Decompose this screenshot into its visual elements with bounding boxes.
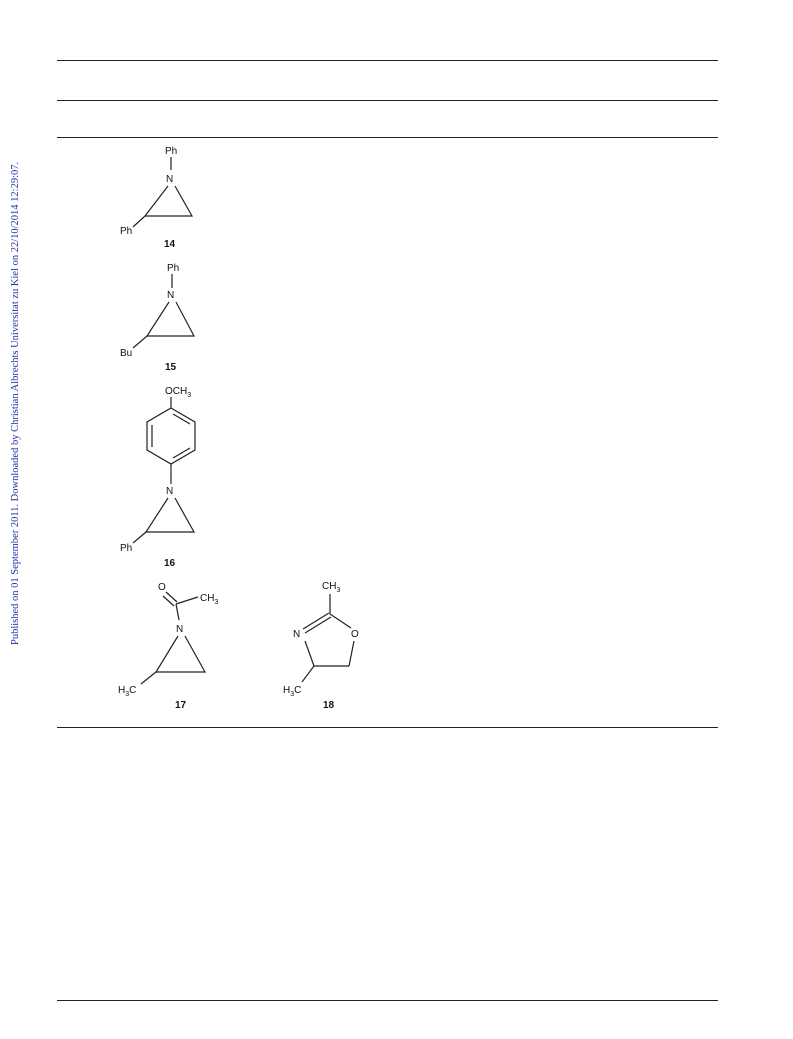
structure-17: O CH3 N H3C 17: [118, 582, 218, 711]
n-atom-17: N: [176, 624, 183, 635]
n-atom-18: N: [293, 629, 300, 640]
bond-o-c5-18: [348, 640, 355, 667]
compound-label-16: 16: [164, 558, 176, 569]
n-atom-15: N: [167, 290, 174, 301]
aziridine-ring-15: [145, 301, 195, 337]
bond-c-ph-16: [132, 531, 147, 544]
o-atom-18: O: [351, 629, 359, 640]
double-bond-a-18: [302, 612, 330, 630]
n-substituent-14: Ph: [165, 146, 177, 157]
c-substituent-14: Ph: [120, 226, 132, 237]
double-bond-b-18: [304, 616, 332, 634]
benzene-double-bond-2: [172, 413, 191, 425]
acetyl-methyl-17: CH3: [200, 593, 218, 606]
compound-label-17: 17: [175, 700, 187, 711]
table-bottom-rule: [57, 727, 718, 728]
table-header-rule: [57, 100, 718, 101]
aziridine-ring-16: [144, 497, 196, 533]
bond-c-bu-15: [132, 335, 148, 349]
bond-c-methyl-17: [175, 596, 199, 605]
o-atom-17: O: [158, 582, 166, 593]
structure-15: Ph N Bu 15: [120, 263, 195, 373]
c-methyl-17: H3C: [118, 685, 136, 698]
methyl-18: CH3: [322, 581, 340, 594]
structure-14: Ph N Ph 14: [120, 146, 194, 250]
n-atom-16: N: [166, 486, 173, 497]
c-methyl-18: H3C: [283, 685, 301, 698]
bond-c4-n-18: [304, 640, 315, 667]
compound-label-18: 18: [323, 700, 335, 711]
aziridine-ring-17: [154, 635, 207, 673]
aziridine-ring-14: [143, 185, 194, 217]
carbonyl-bond-b-17: [162, 595, 175, 607]
compound-label-14: 14: [164, 239, 176, 250]
bond-c4-methyl-18: [301, 665, 315, 683]
structure-18: CH3 O N H3C 18: [283, 581, 359, 711]
bond-c-n-17: [175, 603, 180, 621]
benzene-ring-16: [146, 407, 196, 465]
bond-c-methyl-ring-17: [140, 671, 157, 685]
c-substituent-15: Bu: [120, 348, 132, 359]
c-substituent-16: Ph: [120, 543, 132, 554]
structure-16: OCH3 N Ph 16: [120, 386, 196, 569]
table-body-rule: [57, 137, 718, 138]
top-substituent-16: OCH3: [165, 386, 191, 399]
page-footer-rule: [57, 1000, 718, 1001]
table-top-rule: [57, 60, 718, 61]
carbonyl-bond-a-17: [165, 591, 178, 603]
benzene-double-bond-3: [172, 447, 191, 459]
compound-label-15: 15: [165, 362, 177, 373]
bond-c-ph-14: [132, 215, 146, 228]
bond-c2-o-18: [329, 613, 352, 629]
n-atom-14: N: [166, 174, 173, 185]
n-substituent-15: Ph: [167, 263, 179, 274]
